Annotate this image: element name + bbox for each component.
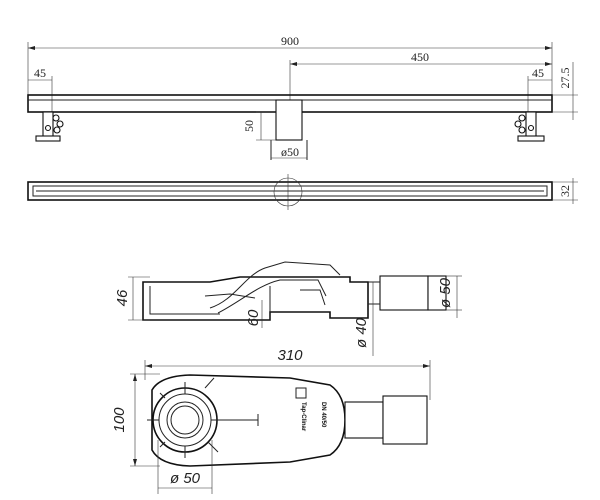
trap-height-label: 46 xyxy=(114,289,131,306)
trap-depth-label: 60 xyxy=(245,309,262,326)
trap-inner-diameter-label: ø 40 xyxy=(353,317,370,348)
dimension-left-foot-offset: 45 xyxy=(28,66,53,112)
dimension-channel-width: 32 xyxy=(552,178,578,204)
dimension-outlet-height: 50 xyxy=(242,111,276,141)
trap-plan-view: 310 100 xyxy=(111,347,431,494)
dimension-trap-plan-diameter: ø 50 xyxy=(157,440,213,494)
model-label: DN 40/50 xyxy=(320,402,326,428)
dimension-outlet-diameter: ø50 xyxy=(271,145,307,159)
trap-side-view: 46 60 ø 40 ø 50 xyxy=(114,261,462,356)
half-length-label: 450 xyxy=(411,50,429,64)
dimension-trap-inner-diameter: ø 40 xyxy=(353,282,374,356)
channel-plan-body xyxy=(27,181,553,201)
dimension-right-foot-offset: 45 xyxy=(527,66,552,112)
dimension-trap-width: 100 xyxy=(111,373,160,467)
right-adjustable-foot xyxy=(514,111,545,142)
dimension-trap-length: 310 xyxy=(144,347,431,400)
dimension-overall-length: 900 xyxy=(27,34,553,95)
right-foot-offset-label: 45 xyxy=(532,66,544,80)
channel-elevation-view: 900 450 45 45 27.5 xyxy=(27,34,578,160)
trap-side-outlet xyxy=(379,275,429,311)
dimension-trap-depth: 60 xyxy=(245,300,263,328)
channel-height-label: 27.5 xyxy=(558,68,572,89)
left-adjustable-foot xyxy=(35,111,64,142)
channel-width-label: 32 xyxy=(558,185,572,197)
strainer-grate xyxy=(147,377,259,458)
brand-name: Tap-Clinar xyxy=(300,402,306,432)
outlet-diameter-label: ø50 xyxy=(281,145,299,159)
trap-length-label: 310 xyxy=(277,347,303,364)
channel-plan-view: 32 xyxy=(27,174,578,210)
dimension-half-length: 450 xyxy=(289,50,552,100)
trap-outer-diameter-label: ø 50 xyxy=(437,277,454,308)
outlet-height-label: 50 xyxy=(242,120,256,132)
overall-length-label: 900 xyxy=(281,34,299,48)
dimension-trap-height: 46 xyxy=(114,276,150,321)
trap-width-label: 100 xyxy=(111,407,128,433)
left-foot-offset-label: 45 xyxy=(34,66,46,80)
dimension-channel-height: 27.5 xyxy=(552,62,578,120)
brand-logo: Tap-Clinar DN 40/50 xyxy=(295,387,326,432)
outlet-pipe xyxy=(270,99,308,160)
dimension-trap-outer-diameter: ø 50 xyxy=(437,275,462,318)
trap-plan-outlet xyxy=(344,401,384,439)
trap-plan-diameter-label: ø 50 xyxy=(170,470,201,487)
